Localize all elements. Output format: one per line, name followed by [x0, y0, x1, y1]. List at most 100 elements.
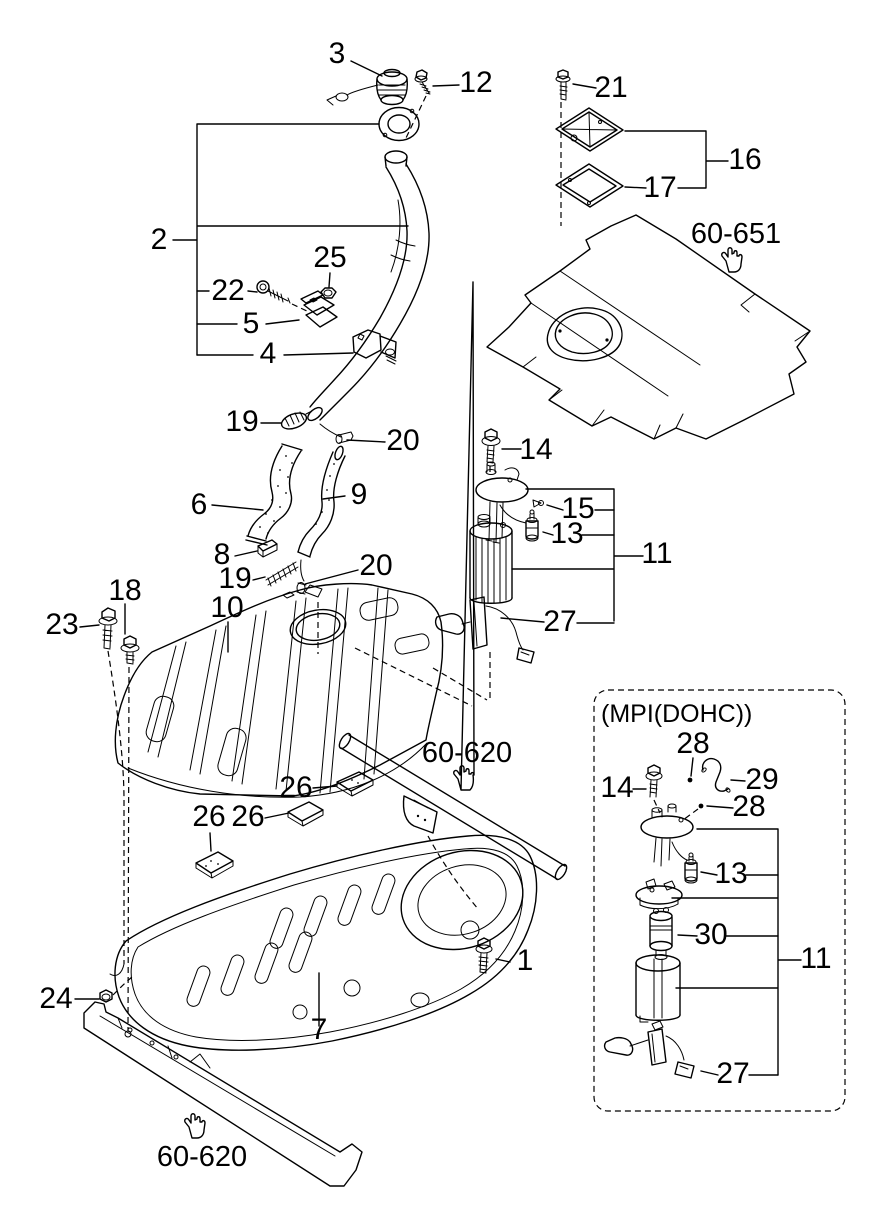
screw-21-drawing: [555, 69, 571, 226]
pointer-hand-icon: [184, 1113, 206, 1139]
callout-24: 24: [39, 982, 72, 1015]
nut-24-drawing: [99, 976, 133, 1003]
callouts: 3 12 21 16 17 60-651 2 22 25 5 4 19 20 6…: [39, 37, 831, 1173]
leader-21: [572, 83, 597, 89]
callout-28-a: 28: [676, 727, 709, 760]
leader-19b: [252, 576, 266, 581]
pump-canister-drawing: [469, 514, 513, 604]
leader-5: [196, 319, 300, 325]
callout-4: 4: [260, 337, 277, 370]
pin-28a-drawing: [687, 777, 693, 783]
callout-17: 17: [643, 171, 676, 204]
leader-26b: [209, 832, 212, 852]
clamp-8-drawing: [257, 539, 278, 558]
filler-neck-ring-drawing: [378, 106, 420, 142]
bracket-11a: [511, 488, 644, 622]
hose-9-drawing: [297, 445, 346, 582]
inset-box: [593, 689, 846, 1112]
callout-3: 3: [329, 37, 346, 70]
callout-16: 16: [728, 143, 761, 176]
leader-1: [495, 958, 511, 963]
leader-26c: [264, 812, 290, 819]
ref-60-620-top: 60-620: [422, 737, 512, 769]
leader-4: [196, 352, 354, 356]
ref-60-651: 60-651: [691, 218, 781, 250]
floor-panel-drawing: [486, 214, 811, 440]
callout-22: 22: [211, 274, 244, 307]
fuel-tank-drawing: [114, 582, 488, 798]
callout-10: 10: [210, 591, 243, 624]
leader-9: [322, 495, 346, 500]
callout-5: 5: [243, 307, 260, 340]
callout-1: 1: [517, 944, 534, 977]
callout-14-inset: 14: [600, 771, 633, 804]
cover-gasket-drawing: [555, 163, 624, 208]
callout-20-b: 20: [359, 549, 392, 582]
pump-flange-drawing: [475, 461, 529, 544]
leader-25: [328, 272, 331, 288]
screw-15-drawing: [532, 499, 544, 508]
pin-28b-drawing: [698, 803, 704, 809]
callout-20-a: 20: [386, 424, 419, 457]
callout-26-c: 26: [231, 800, 264, 833]
callout-14-main: 14: [519, 433, 552, 466]
leader-28b: [706, 805, 734, 809]
callout-11-main: 11: [641, 537, 672, 570]
callout-6: 6: [191, 488, 208, 521]
bolt-14a-drawing: [481, 428, 501, 476]
leader-26a: [312, 785, 338, 789]
skid-plate-drawing: [114, 834, 538, 1051]
leader-8: [234, 550, 258, 557]
callout-15: 15: [561, 492, 594, 525]
fuel-cap-drawing: [326, 68, 408, 106]
callout-13-inset: 13: [714, 857, 747, 890]
callout-21: 21: [594, 71, 627, 104]
leader-15: [546, 504, 615, 511]
bracket-11b: [671, 828, 802, 1076]
leader-17: [624, 186, 647, 189]
filler-pipe-drawing: [307, 150, 430, 438]
tank-cover-plate-drawing: [555, 107, 624, 152]
screw-22-drawing: [256, 280, 310, 313]
callout-25: 25: [313, 241, 346, 274]
callout-19-b: 19: [218, 562, 251, 595]
leader-lines: [74, 60, 802, 1076]
clamp-19a-drawing: [280, 410, 313, 430]
clamp-20a-drawing: [335, 431, 354, 444]
pump-wiring-27a-drawing: [434, 596, 535, 664]
callout-26-b: 26: [192, 800, 225, 833]
callout-12: 12: [459, 66, 492, 99]
bolt-12-drawing: [405, 69, 431, 139]
callout-8: 8: [214, 538, 231, 571]
leader-13a: [542, 531, 615, 536]
leader-3: [350, 60, 383, 77]
leader-22: [196, 290, 258, 293]
callout-30: 30: [694, 918, 727, 951]
leader-28a: [690, 757, 694, 777]
callout-27-inset: 27: [716, 1057, 749, 1090]
ref-60-620-bottom: 60-620: [157, 1141, 247, 1173]
leader-27b: [700, 1070, 779, 1076]
valve-13a-drawing: [525, 509, 539, 542]
callout-26-a: 26: [279, 771, 312, 804]
callout-29: 29: [745, 763, 778, 796]
callout-27-main: 27: [543, 605, 576, 638]
hose-6-drawing: [245, 443, 303, 546]
inset-parts: [603, 757, 731, 1079]
spring-clamp-19b-drawing: [265, 561, 299, 587]
leader-6: [211, 504, 264, 511]
bracket-2: [172, 123, 409, 356]
leader-13b: [700, 871, 779, 876]
leader-12: [432, 84, 460, 87]
leader-27a: [500, 617, 615, 624]
pointer-hand-icon: [721, 247, 743, 273]
callout-13-main: 13: [550, 517, 583, 550]
callout-18: 18: [108, 574, 141, 607]
pump-position-dash-1: [354, 647, 473, 707]
bolt-23-drawing: [98, 607, 125, 977]
callout-9: 9: [351, 478, 368, 511]
callout-28-b: 28: [732, 790, 765, 823]
callout-7: 7: [311, 1013, 328, 1046]
callout-23: 23: [45, 608, 78, 641]
leader-30: [677, 934, 779, 937]
